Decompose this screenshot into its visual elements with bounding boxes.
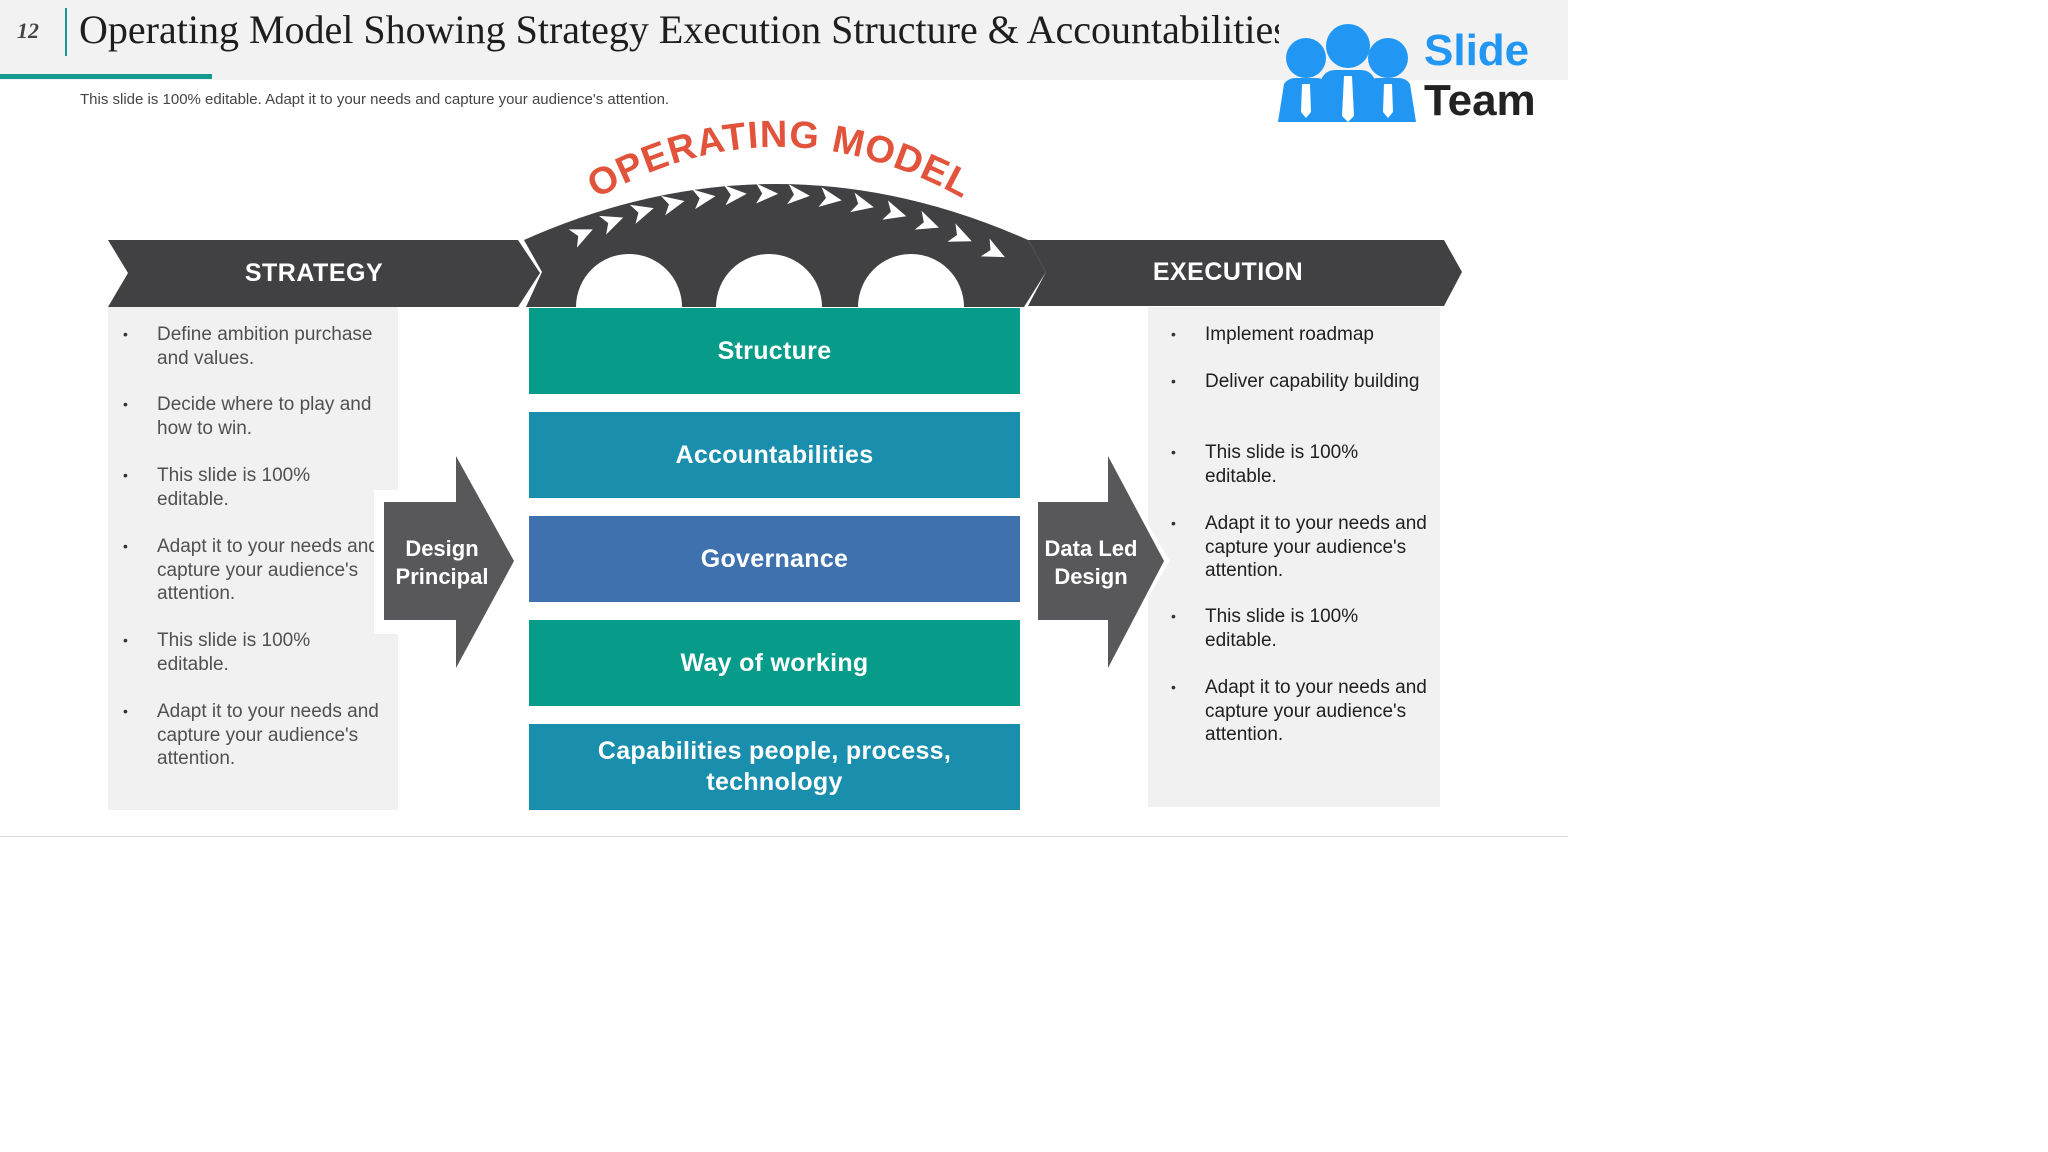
strategy-bullet-text: Define ambition purchase and values. [157,324,373,369]
bullet-dot-icon: • [1171,444,1176,460]
strategy-bullet-item: • Decide where to play and how to win. [123,393,387,440]
header-accent-line [0,74,212,79]
execution-bullet-text: This slide is 100% editable. [1205,442,1359,487]
execution-bullet-item: • Adapt it to your needs and capture your… [1171,676,1435,747]
header-divider [65,8,67,56]
layer-capabilities: Capabilities people, process, technology [529,724,1020,810]
chevron-arrow-icon [850,192,874,213]
arch-arrows [568,183,1005,258]
bullet-dot-icon: • [1171,515,1176,531]
chevron-arrow-icon [660,195,685,216]
team-people-icon [1278,24,1416,122]
strategy-banner [108,240,540,307]
execution-bullet-item: • Adapt it to your needs and capture your… [1171,512,1435,583]
chevron-arrow-icon [818,187,842,207]
design-principal-label: Design Principal [395,536,489,589]
chevron-arrow-icon [980,238,1005,258]
execution-panel: • Implement roadmap • Deliver capability bu… [1148,307,1440,807]
bullet-dot-icon: • [1171,679,1176,695]
strategy-bullet-text: Decide where to play and how to win. [157,394,372,439]
slideteam-logo: Slide Team [1274,20,1564,128]
layer-label: Accountabilities [675,440,874,469]
strategy-bullet-item: • This slide is 100% editable. [123,629,387,676]
execution-bullet-item: • This slide is 100% editable. [1171,605,1435,652]
chevron-arrow-icon [787,184,810,205]
bullet-dot-icon: • [123,538,128,554]
bullet-dot-icon: • [1171,326,1176,342]
slide: 12 Operating Model Showing Strategy Exec… [0,0,1568,837]
chevron-arrow-icon [724,185,747,206]
logo-text-slide: Slide [1424,26,1530,75]
page-subtitle: This slide is 100% editable. Adapt it to… [80,91,670,108]
design-principal-arrow [384,456,514,668]
strategy-bullet-item: • Adapt it to your needs and capture your… [123,700,387,771]
bullet-dot-icon: • [123,632,128,648]
strategy-bullet-text: Adapt it to your needs and capture your … [157,701,379,769]
bullet-dot-icon: • [123,396,128,412]
layer-accountabilities: Accountabilities [529,412,1020,498]
execution-bullet-item: • Implement roadmap [1171,323,1435,347]
strategy-bullet-item: • Adapt it to your needs and capture your… [123,535,387,606]
strategy-bullet-text: This slide is 100% editable. [157,630,311,675]
layer-label: Capabilities people, process, technology [597,737,952,796]
data-led-design-label: Data Led Design [1044,536,1138,589]
execution-bullet-text: Deliver capability building [1205,371,1420,392]
strategy-bullet-text: Adapt it to your needs and capture your … [157,536,379,604]
execution-banner [1028,240,1462,306]
chevron-arrow-icon [599,215,624,235]
strategy-label: STRATEGY [244,259,384,287]
chevron-arrow-icon [629,204,654,224]
bullet-dot-icon: • [123,703,128,719]
bullet-dot-icon: • [123,326,128,342]
bullet-dot-icon: • [123,467,128,483]
chevron-arrow-icon [756,183,779,204]
execution-bullet-text: Implement roadmap [1205,324,1374,345]
chevron-arrow-icon [947,223,972,242]
strategy-bullet-text: This slide is 100% editable. [157,465,311,510]
layer-governance: Governance [529,516,1020,602]
operating-model-diagram: OPERATING MODEL [108,113,1462,668]
bottom-divider [0,836,1568,837]
execution-bullet-text: Adapt it to your needs and capture your … [1205,513,1427,581]
layer-way-of-working: Way of working [529,620,1020,706]
execution-bullet-item: • Deliver capability building [1171,370,1435,394]
layer-label: Governance [700,544,849,573]
execution-bullet-item: • This slide is 100% editable. [1171,441,1435,488]
data-led-design-arrow [1038,456,1164,668]
execution-bullet-text: Adapt it to your needs and capture your … [1205,677,1427,745]
strategy-panel: • Define ambition purchase and values. • De… [108,307,398,810]
bullet-dot-icon: • [1171,373,1176,389]
chevron-arrow-icon [692,189,716,210]
layer-structure: Structure [529,308,1020,394]
logo-text-team: Team [1424,76,1536,125]
page-title: Operating Model Showing Strategy Executi… [79,7,1279,52]
execution-label: EXECUTION [1152,258,1304,286]
layer-label: Structure [717,336,832,365]
strategy-bullet-item: • Define ambition purchase and values. [123,323,387,370]
slide-number: 12 [17,18,39,43]
bullet-dot-icon: • [1171,608,1176,624]
chevron-arrow-icon [568,229,593,248]
chevron-arrow-icon [914,210,939,230]
strategy-bullet-item: • This slide is 100% editable. [123,464,387,511]
layer-label: Way of working [680,648,869,677]
chevron-arrow-icon [882,200,907,220]
bridge-arch [524,184,1046,307]
execution-bullet-text: This slide is 100% editable. [1205,606,1359,651]
